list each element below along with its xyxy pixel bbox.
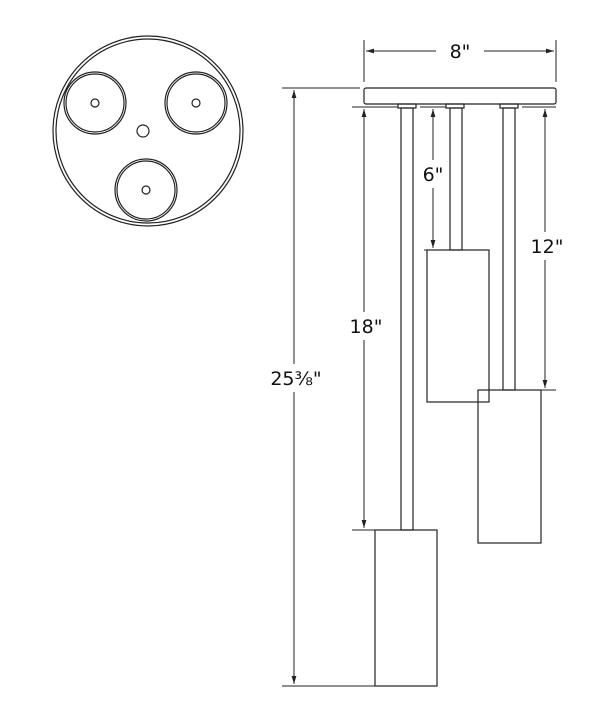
label-medium-drop: 12" [531,236,564,258]
stem-middle [449,107,463,251]
pendant-medium [477,389,542,544]
top-view-pendant-bottom [114,158,178,222]
label-canopy-width: 8" [450,41,471,63]
stem-left [400,107,414,531]
pendant-short [426,249,490,403]
label-overall-height: 25⅜" [270,368,321,390]
label-short-drop: 6" [423,164,444,186]
top-view-pendant-left [63,71,127,135]
dimension-lines [282,40,557,687]
canopy [363,87,557,105]
side-view [363,87,557,687]
center-hole [136,124,150,138]
pendant-long [374,529,438,687]
top-view-canopy [52,35,244,227]
stem-right [502,107,516,391]
label-long-drop: 18" [350,316,383,338]
top-view-pendant-right [164,71,228,135]
